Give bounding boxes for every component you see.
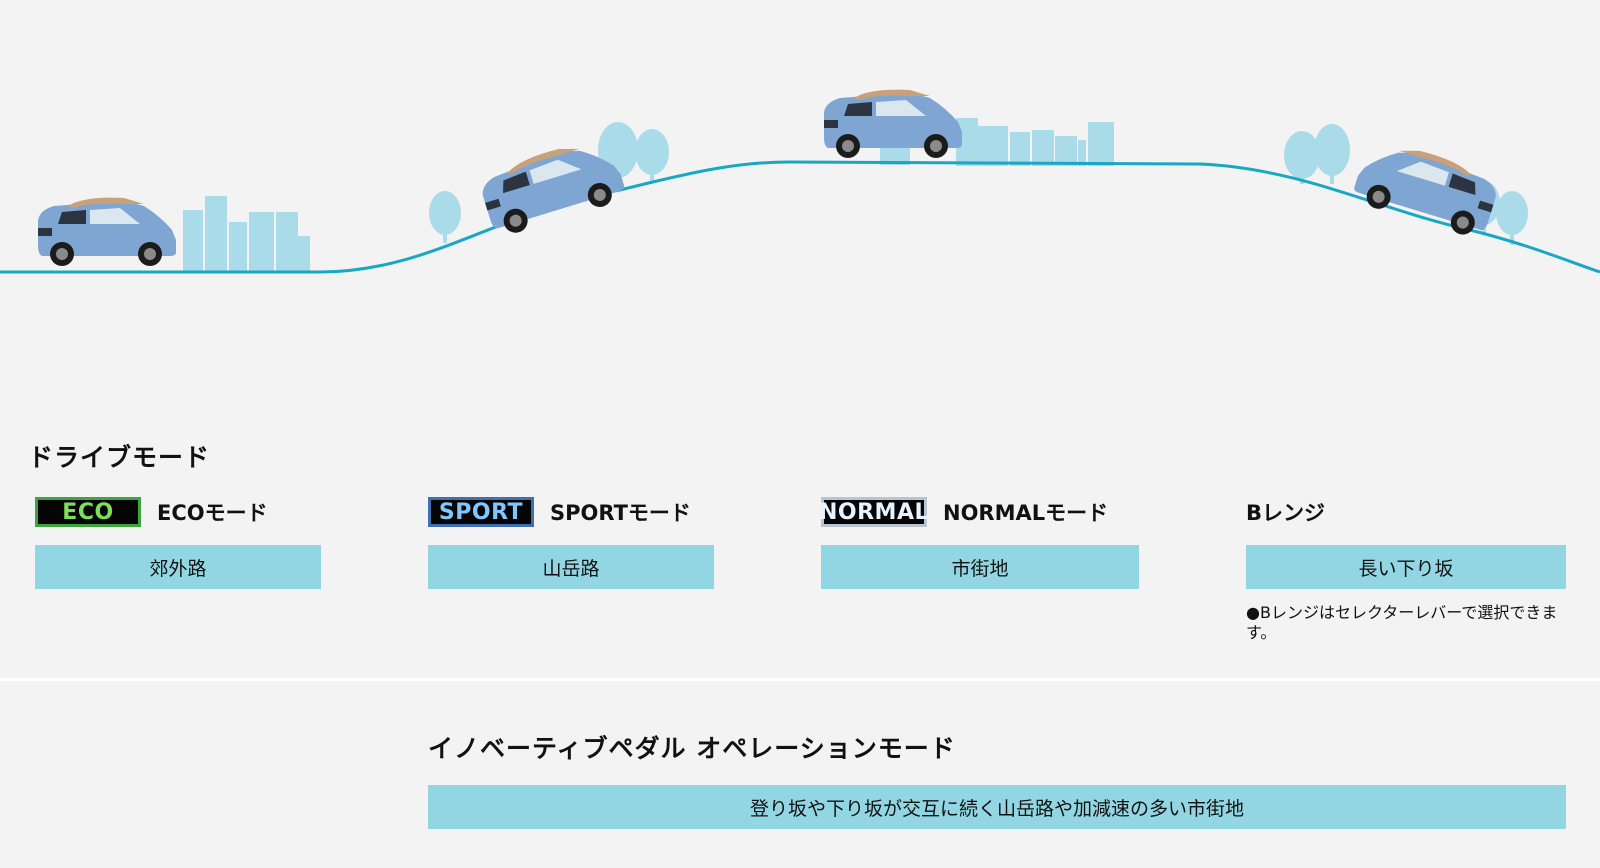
eco-badge: ECO bbox=[35, 497, 141, 527]
sport-mode-header: SPORT SPORTモード bbox=[428, 497, 691, 527]
b-range-label: Bレンジ bbox=[1246, 501, 1326, 525]
b-range-usage-bar: 長い下り坂 bbox=[1246, 545, 1566, 589]
car-b-range bbox=[1350, 135, 1503, 242]
normal-usage-bar: 市街地 bbox=[821, 545, 1139, 589]
pedal-mode-title: イノベーティブペダル オペレーションモード bbox=[428, 734, 956, 763]
eco-mode-header: ECO ECOモード bbox=[35, 497, 268, 527]
eco-mode-label: ECOモード bbox=[157, 501, 268, 525]
sport-usage-bar: 山岳路 bbox=[428, 545, 714, 589]
normal-mode-label: NORMALモード bbox=[943, 501, 1109, 525]
normal-mode-header: NORMAL NORMALモード bbox=[819, 497, 1109, 527]
road-line bbox=[0, 160, 1600, 274]
b-range-note: ●Bレンジはセレクターレバーで選択できます。 bbox=[1246, 603, 1558, 642]
sport-badge: SPORT bbox=[428, 497, 534, 527]
pedal-usage-bar: 登り坂や下り坂が交互に続く山岳路や加減速の多い市街地 bbox=[428, 785, 1566, 829]
section-divider bbox=[0, 678, 1600, 681]
car-normal bbox=[824, 89, 962, 158]
drive-mode-title: ドライブモード bbox=[28, 443, 211, 472]
city-buildings-top bbox=[880, 118, 1114, 166]
road-illustration bbox=[0, 89, 1600, 274]
city-buildings-left bbox=[183, 196, 310, 272]
eco-usage-bar: 郊外路 bbox=[35, 545, 321, 589]
b-range-header: Bレンジ bbox=[1246, 497, 1325, 527]
car-eco bbox=[38, 197, 176, 266]
normal-badge: NORMAL bbox=[819, 497, 929, 527]
sport-mode-label: SPORTモード bbox=[550, 501, 691, 525]
